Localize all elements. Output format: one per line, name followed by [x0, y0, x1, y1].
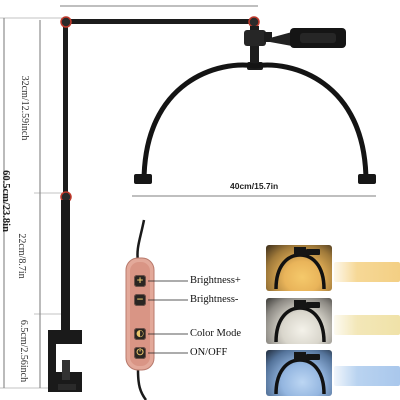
- color-mode-button[interactable]: ◐: [134, 328, 146, 340]
- lower-pole: [61, 200, 70, 330]
- desk-clamp: [48, 330, 82, 392]
- warm-swatch: [334, 262, 400, 282]
- brightness-down-label: Brightness-: [190, 294, 239, 305]
- top-right-joint: [248, 16, 260, 28]
- power-button[interactable]: ⏻: [134, 347, 146, 359]
- clamp-dimension-label: 6.5cm/2.56inch: [18, 319, 29, 383]
- upper-pole: [63, 20, 68, 196]
- plus-icon: +: [136, 276, 144, 286]
- neutral-mode-thumbnail: [266, 298, 332, 344]
- half-moon-arc: [141, 62, 369, 183]
- power-icon: ⏻: [136, 348, 144, 358]
- cool-swatch: [334, 366, 400, 386]
- top-left-joint: [60, 16, 72, 28]
- minus-icon: −: [136, 295, 144, 305]
- color-mode-label: Color Mode: [190, 328, 242, 339]
- power-label: ON/OFF: [190, 347, 228, 358]
- color-mode-icon: ◐: [136, 329, 144, 339]
- top-arm-dimension-label: 32cm/12.59inch: [19, 75, 30, 141]
- brightness-up-button[interactable]: +: [134, 275, 146, 287]
- cool-mode-thumbnail: [266, 350, 332, 396]
- top-arm: [62, 19, 258, 24]
- warm-mode-thumbnail: [266, 245, 332, 291]
- brightness-down-button[interactable]: −: [134, 294, 146, 306]
- arc-width-label: 40cm/15.7in: [230, 181, 279, 191]
- pole-dimension-label: 22cm/8.7in: [16, 233, 27, 279]
- total-height-label: 60.5cm/23.8in: [0, 170, 11, 232]
- power-cable: [136, 219, 146, 263]
- neutral-swatch: [334, 315, 400, 335]
- brightness-up-label: Brightness+: [190, 275, 241, 286]
